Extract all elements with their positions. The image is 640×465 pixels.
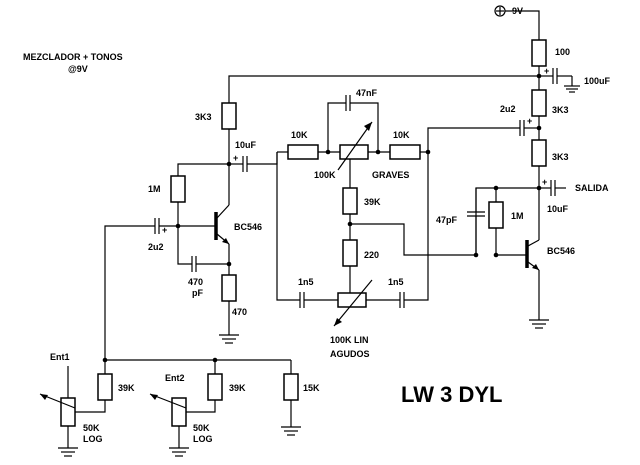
resistor-470	[221, 274, 237, 302]
ground-15k	[281, 426, 301, 436]
capacitor-1n5-left	[299, 292, 338, 308]
transistor-q1	[214, 204, 230, 245]
label-r-1m-a: 1M	[148, 184, 161, 194]
label-input1-name: Ent1	[50, 352, 70, 362]
label-pot-input1: 50K	[83, 423, 100, 433]
label-q2: BC546	[547, 246, 575, 256]
plus-sign-10uf-a: +	[233, 153, 238, 163]
label-c-2u2-out: 2u2	[500, 104, 516, 114]
capacitor-2u2-out	[427, 120, 539, 152]
brand-label: LW 3 DYL	[401, 382, 502, 407]
title-line1: MEZCLADOR + TONOS	[23, 52, 123, 62]
plus-sign-100uf: +	[544, 66, 549, 76]
label-c-10uf-a: 10uF	[235, 140, 257, 150]
resistor-1m-a	[170, 175, 186, 203]
label-r-3k3-lower: 3K3	[552, 152, 569, 162]
resistor-3k3-upper	[531, 89, 547, 117]
label-r-39k-mid: 39K	[364, 197, 381, 207]
resistor-220	[342, 239, 358, 267]
label-r-3k3-left: 3K3	[195, 112, 212, 122]
label-c-47nf: 47nF	[356, 88, 378, 98]
ground-input2	[169, 447, 189, 457]
pot-input1	[60, 397, 76, 427]
label-r-10k-right: 10K	[393, 130, 410, 140]
resistor-1m-b	[488, 201, 504, 229]
resistor-3k3-lower	[531, 139, 547, 167]
label-r-39k-input2: 39K	[229, 383, 246, 393]
label-q1: BC546	[234, 222, 262, 232]
label-pot-input2: 50K	[193, 423, 210, 433]
label-c-1n5-left: 1n5	[298, 277, 314, 287]
label-c-470pf-unit: pF	[192, 288, 203, 298]
capacitor-2u2-in	[104, 218, 178, 360]
plus-sign-2u2-out: +	[527, 116, 532, 126]
output-label: SALIDA	[575, 183, 609, 193]
junction-mid	[347, 221, 353, 227]
label-c-47pf: 47pF	[436, 215, 458, 225]
capacitor-1n5-right	[366, 292, 405, 308]
label-pot-bass-name: GRAVES	[372, 170, 409, 180]
plus-sign-2u2-in: +	[162, 225, 167, 235]
capacitor-47nf	[327, 95, 379, 152]
transistor-q2	[525, 239, 540, 271]
label-r-supply: 100	[555, 47, 570, 57]
label-r-3k3-upper: 3K3	[552, 105, 569, 115]
label-r-39k-input1: 39K	[118, 383, 135, 393]
label-pot-bass-value: 100K	[314, 170, 336, 180]
label-pot-treble-value: 100K LIN	[330, 335, 369, 345]
label-taper-input1: LOG	[83, 434, 103, 444]
resistor-10k-right	[389, 144, 421, 160]
ground-input1	[58, 447, 78, 457]
label-r-1m-b: 1M	[511, 211, 524, 221]
label-r-10k-left: 10K	[291, 130, 308, 140]
resistor-39k-input2	[207, 373, 223, 401]
label-c-2u2-in: 2u2	[148, 242, 164, 252]
label-r-15k: 15K	[303, 383, 320, 393]
resistor-10k-left	[287, 144, 319, 160]
capacitor-100uf	[539, 68, 580, 93]
label-c-470pf-value: 470	[188, 277, 203, 287]
capacitor-47pf	[467, 188, 485, 255]
ground-q1	[219, 334, 239, 344]
pot-input2	[171, 397, 187, 427]
capacitor-10uf-out	[539, 180, 566, 196]
label-taper-input2: LOG	[193, 434, 213, 444]
resistor-100	[531, 39, 547, 67]
resistor-39k-mid	[342, 187, 358, 215]
title-line2: @9V	[68, 64, 88, 74]
label-input2-name: Ent2	[165, 373, 185, 383]
ground-q2	[529, 319, 549, 329]
label-pot-treble-name: AGUDOS	[330, 349, 370, 359]
label-c-1n5-right: 1n5	[388, 277, 404, 287]
capacitor-470pf	[177, 226, 229, 272]
label-c-supply: 100uF	[584, 76, 611, 86]
supply-terminal	[494, 5, 506, 17]
label-r-220: 220	[364, 250, 379, 260]
label-c-10uf-out: 10uF	[547, 204, 569, 214]
resistor-39k-input1	[97, 373, 113, 401]
plus-sign-10uf-out: +	[542, 177, 547, 187]
label-r-470: 470	[232, 307, 247, 317]
resistor-15k	[283, 373, 299, 401]
resistor-3k3-left	[221, 102, 237, 130]
